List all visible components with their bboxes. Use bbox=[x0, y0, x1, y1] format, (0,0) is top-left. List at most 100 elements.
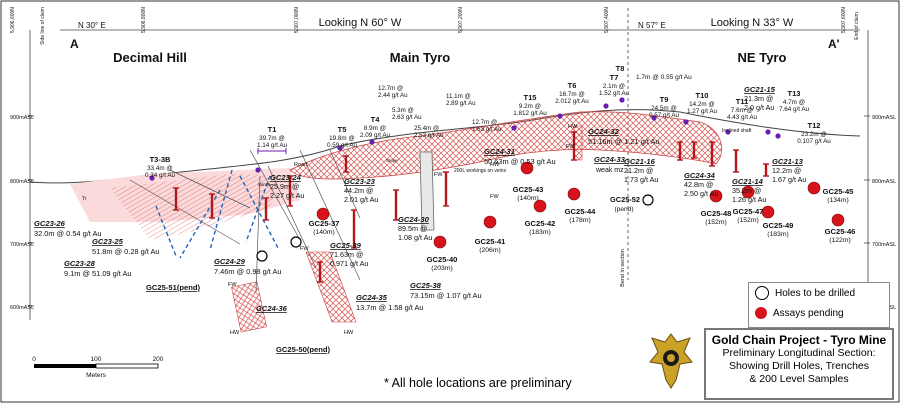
drill-hole-value: weak mz bbox=[595, 167, 624, 174]
drill-hole-id: GC21-13 bbox=[772, 157, 804, 166]
drill-hole-id: GC23-23 bbox=[344, 177, 376, 186]
pending-hole-marker bbox=[807, 181, 821, 195]
level-sample: 12.7m @ bbox=[472, 119, 497, 126]
vein-zone-lines bbox=[110, 174, 280, 240]
main-tyro-vein bbox=[289, 111, 722, 180]
pending-hole-depth: (152m) bbox=[705, 219, 727, 226]
pending-hole-marker bbox=[741, 185, 755, 199]
trench-value: 1.14 g/t Au bbox=[257, 142, 288, 149]
drill-hole-value: 2.0 g/t Au bbox=[744, 103, 774, 112]
elevation-label-right: 900mASL bbox=[872, 115, 896, 121]
drill-hole-value: 13.7m @ 1.58 g/t Au bbox=[356, 303, 424, 312]
trench-value: 23.2m @ bbox=[801, 131, 827, 138]
scale-tick: 0 bbox=[32, 356, 36, 363]
pending-hole-id: GC25-47 bbox=[733, 207, 764, 216]
drill-hole-value: 9.1m @ 51.09 g/t Au bbox=[64, 269, 132, 278]
footnote: * All hole locations are preliminary bbox=[384, 376, 572, 390]
trench-id: T3-3B bbox=[150, 155, 171, 164]
drill-hole-id: GC23-28 bbox=[64, 259, 96, 268]
trench-value: 4.43 g/t Au bbox=[727, 114, 758, 121]
trench-value: 1.7m @ 0.55 g/t Au bbox=[636, 74, 692, 81]
pending-hole-depth: (178m) bbox=[569, 217, 591, 224]
trench-dot bbox=[775, 133, 781, 139]
trench-id: T11 bbox=[736, 97, 749, 106]
drill-hole-value: 1.73 g/t Au bbox=[624, 175, 658, 184]
to-drill-marker bbox=[290, 236, 302, 248]
title-box: Gold Chain Project - Tyro Mine Prelimina… bbox=[704, 328, 894, 400]
trench-value: 2.1m @ bbox=[603, 83, 625, 90]
drill-hole-id: GC21-14 bbox=[732, 177, 764, 186]
pending-hole-depth: (183m) bbox=[767, 231, 789, 238]
pending-hole-id: GC25-37 bbox=[309, 219, 340, 228]
view-label: Looking N 60° W bbox=[319, 17, 402, 29]
drill-hole-value: 71.63m @ bbox=[330, 250, 363, 259]
trench-value: 2.09 g/t Au bbox=[360, 132, 391, 139]
trench-dot bbox=[683, 119, 689, 125]
elevation-label-right: 700mASL bbox=[872, 242, 896, 248]
annotation-hw: HW bbox=[490, 162, 500, 168]
trench-dot bbox=[369, 139, 375, 145]
pending-hole-depth: (140m) bbox=[517, 195, 539, 202]
trench-id: T10 bbox=[696, 91, 709, 100]
level-sample: 1.63 g/t Au bbox=[472, 126, 502, 133]
pending-hole-marker bbox=[533, 199, 547, 213]
drill-hole-value: 0.971 g/t Au bbox=[330, 259, 368, 268]
elevation-label: 800mASL bbox=[10, 179, 34, 185]
trench-id: T9 bbox=[660, 95, 669, 104]
pending-hole-id: GC25-46 bbox=[825, 227, 856, 236]
trench-dot bbox=[511, 125, 517, 131]
drill-hole-id: GC24-36 bbox=[256, 304, 288, 313]
legend-label: Holes to be drilled bbox=[775, 287, 856, 299]
annotation-tr: Tr bbox=[82, 196, 87, 202]
level-sample: 11.1m @ bbox=[446, 93, 471, 100]
pending-hole-marker bbox=[761, 205, 775, 219]
gc24-35-zone bbox=[305, 251, 357, 323]
annotation-winze: Winze bbox=[258, 182, 271, 187]
northing-label: 5,907,600N bbox=[841, 7, 847, 33]
drill-hole-value: 1.26 g/t Au bbox=[732, 195, 766, 204]
drill-hole-id: GC24-32 bbox=[588, 127, 620, 136]
trench-dot bbox=[651, 115, 657, 121]
drill-hole-value: 12.2m @ bbox=[772, 166, 801, 175]
drill-hole-value: 1.67 g/t Au bbox=[772, 175, 806, 184]
area-name: Decimal Hill bbox=[113, 50, 187, 65]
trench-dot bbox=[725, 129, 731, 135]
drill-hole-value: 44.2m @ bbox=[344, 186, 373, 195]
area-name: Main Tyro bbox=[390, 50, 450, 65]
gc24-36-zone bbox=[231, 281, 267, 333]
drill-hole-id: GC21-16 bbox=[624, 157, 656, 166]
scale-bar-black bbox=[34, 364, 96, 368]
pending-hole-id: GC25-40 bbox=[427, 255, 458, 264]
pending-hole-depth: (122m) bbox=[829, 237, 851, 244]
to-drill-marker bbox=[642, 194, 654, 206]
elevation-label: 600mASL bbox=[10, 305, 34, 311]
northing-label: 5,907,400N bbox=[604, 7, 610, 33]
annotation-shaft: Inclined shaft bbox=[722, 128, 752, 134]
pending-hole-marker bbox=[483, 215, 497, 229]
bearing-label: N 57° E bbox=[638, 21, 666, 30]
level-sample: 12.7m @ bbox=[378, 85, 403, 92]
trench-value: 8.9m @ bbox=[364, 125, 386, 132]
legend-item-pending: Assays pending bbox=[749, 303, 889, 323]
northing-label: 5,906,800N bbox=[141, 7, 147, 33]
annotation-hw: HW bbox=[568, 124, 578, 130]
trench-value: 4.7m @ bbox=[783, 99, 805, 106]
drill-hole-value: 21.3m @ bbox=[744, 94, 773, 103]
trench-value: 0.59 g/t Au bbox=[327, 142, 358, 149]
trench-value: 0.107 g/t Au bbox=[797, 138, 831, 145]
drill-hole-value: 7.46m @ 0.98 g/t Au bbox=[214, 267, 282, 276]
drill-trace bbox=[129, 179, 241, 245]
subtitle-line-2: Showing Drill Holes, Trenches bbox=[728, 360, 870, 372]
trench-value: 9.2m @ bbox=[519, 103, 541, 110]
pending-hole-id: GC25-43 bbox=[513, 185, 544, 194]
annotation-fw: FW bbox=[566, 144, 575, 150]
drill-trace bbox=[299, 149, 361, 281]
trench-value: 1.27 g/t Au bbox=[687, 108, 718, 115]
pending-hole-id: GC25-41 bbox=[475, 237, 507, 246]
drill-hole-value: 25.9m @ bbox=[270, 182, 299, 191]
trench-value: 1.52 g/t Au bbox=[599, 90, 630, 97]
level-sample: 2.44 g/t Au bbox=[378, 92, 408, 99]
trench-value: 0.57 g/t Au bbox=[649, 112, 680, 119]
